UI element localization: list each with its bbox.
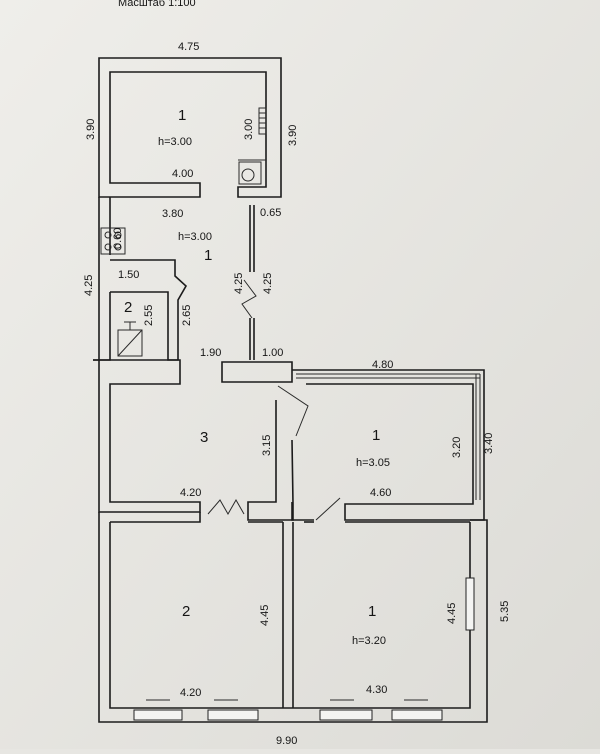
top-room-walls [98,57,282,198]
dim-room-right-inner-h: 3.20 [451,437,463,458]
bottom-walls [98,512,488,723]
dim-hall-h: 3.15 [261,435,273,456]
dim-room-bl-w: 4.20 [180,687,201,699]
corridor-number: 1 [204,247,212,264]
dim-hall-bottom-w: 4.20 [180,487,201,499]
dim-corridor-w: 3.80 [162,208,183,220]
top-room-height: h=3.00 [158,136,192,148]
dim-total-w: 9.90 [276,735,297,747]
right-room-height: h=3.05 [356,457,390,469]
dim-bath-h2: 2.65 [181,305,193,326]
bottom-left-number: 2 [182,603,190,620]
stairs-icon [258,107,267,135]
right-room-number: 1 [372,427,380,444]
corridor-height: h=3.00 [178,231,212,243]
dim-chimney: 0.65 [260,207,281,219]
window-marks [133,699,443,721]
hall-number: 3 [200,429,208,446]
boiler-icon [238,161,262,185]
top-room-number: 1 [178,107,186,124]
dim-door-h1: 4.25 [233,273,245,294]
dim-left-mid: 4.25 [83,275,95,296]
dim-stove: 0.60 [112,228,124,249]
dim-hall-w: 1.90 [200,347,221,359]
dim-kitchen-w: 4.00 [172,168,193,180]
bottom-right-number: 1 [368,603,376,620]
dim-bath-w: 1.50 [118,269,139,281]
dim-room-br-h: 4.45 [446,603,458,624]
stove-icon [100,227,126,255]
dim-top-width: 4.75 [178,41,199,53]
dim-room-right-bottom-w: 4.60 [370,487,391,499]
bath-number: 2 [124,299,132,316]
dim-right-outer-h: 5.35 [499,601,511,622]
dim-stairs-h: 3.00 [243,119,255,140]
dim-hall-w2: 1.00 [262,347,283,359]
sink-icon [117,321,143,357]
dim-room-right-outer-h: 3.40 [483,433,495,454]
right-room-walls [291,369,485,521]
scale-caption: Масштаб 1:100 [118,0,196,9]
dim-room-br-w: 4.30 [366,684,387,696]
dim-inner-right-upper: 3.90 [287,125,299,146]
dim-bath-h1: 2.55 [143,305,155,326]
bottom-right-height: h=3.20 [352,635,386,647]
hall-walls [93,359,309,521]
dim-left-upper: 3.90 [85,119,97,140]
dim-room-right-w: 4.80 [372,359,393,371]
dim-room-bl-h: 4.45 [259,605,271,626]
dim-door-h2: 4.25 [262,273,274,294]
